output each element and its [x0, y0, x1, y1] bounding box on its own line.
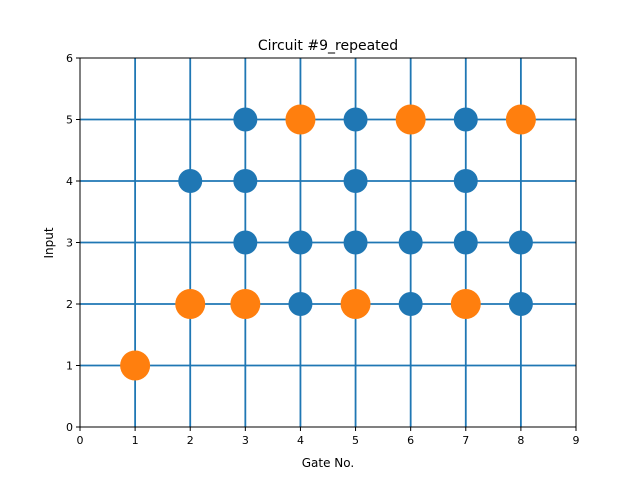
x-tick-label: 8: [517, 434, 524, 447]
data-point: [453, 169, 478, 193]
data-point: [398, 292, 423, 316]
x-tick-label: 7: [462, 434, 469, 447]
data-point: [398, 230, 423, 255]
data-point: [288, 292, 313, 316]
data-point: [285, 104, 316, 135]
data-point: [505, 104, 536, 135]
data-point: [343, 230, 368, 255]
data-point: [450, 289, 481, 319]
data-point: [233, 169, 258, 193]
y-tick-label: 0: [66, 421, 73, 434]
data-point: [233, 107, 258, 132]
data-point: [453, 107, 478, 132]
data-point: [343, 169, 368, 193]
x-tick-label: 5: [352, 434, 359, 447]
data-point: [233, 230, 258, 255]
y-tick-label: 6: [66, 52, 73, 65]
x-tick-label: 3: [242, 434, 249, 447]
data-point: [340, 289, 371, 319]
data-point: [178, 169, 203, 193]
x-axis-label: Gate No.: [302, 456, 354, 470]
x-tick-label: 1: [132, 434, 139, 447]
data-point: [508, 292, 533, 316]
data-point: [230, 289, 261, 319]
data-point: [395, 104, 426, 135]
data-point: [288, 230, 313, 255]
y-tick-label: 2: [66, 298, 73, 311]
y-axis-label: Input: [42, 227, 56, 258]
x-tick-label: 4: [297, 434, 304, 447]
x-tick-label: 9: [573, 434, 580, 447]
chart-title: Circuit #9_repeated: [258, 38, 398, 54]
data-point: [508, 230, 533, 255]
x-tick-label: 2: [187, 434, 194, 447]
data-point: [120, 350, 151, 381]
grid-lines: [80, 58, 576, 427]
data-point: [453, 230, 478, 255]
y-tick-label: 4: [66, 175, 73, 188]
data-point: [175, 289, 206, 319]
y-tick-label: 5: [66, 114, 73, 127]
axis-ticks: 0 1 2 3 4 5 6 7 8 9 0 1 2 3 4 5 6: [66, 52, 580, 447]
y-tick-label: 3: [66, 237, 73, 250]
data-point: [343, 107, 368, 132]
x-tick-label: 0: [77, 434, 84, 447]
data-points: [120, 104, 536, 381]
x-tick-label: 6: [407, 434, 414, 447]
y-tick-label: 1: [66, 360, 73, 373]
